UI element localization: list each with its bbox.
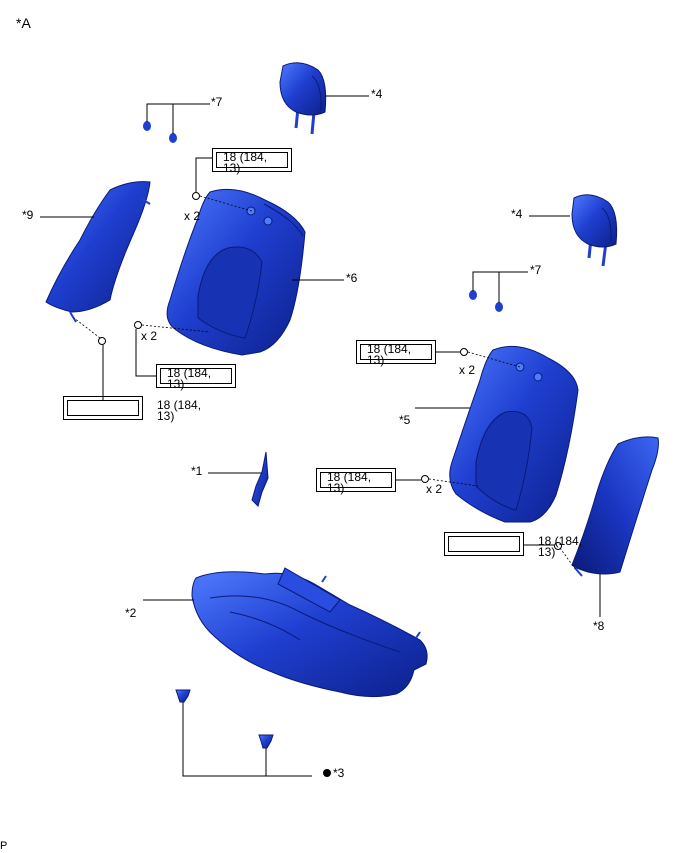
qty-label: x 2 xyxy=(141,329,158,343)
bolt-icons xyxy=(98,192,562,550)
seatback-right xyxy=(449,345,579,523)
callout-4-upper: *4 xyxy=(371,87,383,101)
side-bolster-left xyxy=(45,181,151,323)
callout-7-right: *7 xyxy=(530,263,542,277)
seat-cushion xyxy=(191,567,428,698)
callout-7-upper: *7 xyxy=(211,95,223,109)
corner-label: P xyxy=(0,840,8,852)
headrest-guides-right xyxy=(469,290,503,312)
leader-lines xyxy=(40,95,601,777)
headrest-right xyxy=(571,194,618,267)
qty-label: x 2 xyxy=(426,482,443,496)
headrest-upper xyxy=(279,62,327,135)
bullet-icon xyxy=(323,769,331,777)
side-bolster-right xyxy=(571,436,659,577)
torque-box xyxy=(156,364,236,388)
seatbelt-buckle-part xyxy=(251,451,269,507)
clip-right xyxy=(258,734,274,749)
torque-box xyxy=(356,340,436,364)
torque-spec: 18 (184, 13) xyxy=(223,150,268,175)
callout-4-right: *4 xyxy=(511,207,523,221)
callout-3: *3 xyxy=(333,766,345,780)
torque-spec: 18 (184, 13) xyxy=(327,470,372,495)
callout-2: *2 xyxy=(125,606,137,620)
torque-spec: 18 (184, 13) xyxy=(157,398,202,423)
clip-left xyxy=(175,689,191,703)
headrest-guides-upper xyxy=(143,121,177,143)
torque-box xyxy=(316,468,396,492)
qty-label: x 2 xyxy=(184,209,201,223)
torque-spec: 18 (184, 13) xyxy=(167,366,212,391)
torque-spec: 18 (184, 13) xyxy=(538,534,583,559)
callout-1: *1 xyxy=(191,464,203,478)
callout-8: *8 xyxy=(593,619,605,633)
torque-box xyxy=(444,532,524,556)
view-label: *A xyxy=(16,15,31,31)
torque-box xyxy=(212,148,292,172)
callout-6: *6 xyxy=(346,271,358,285)
qty-label: x 2 xyxy=(459,363,476,377)
torque-box xyxy=(63,396,143,420)
torque-spec: 18 (184, 13) xyxy=(367,342,412,367)
assembly-dashed-lines xyxy=(73,195,577,571)
callout-9: *9 xyxy=(22,208,34,222)
seatback-left xyxy=(166,188,306,356)
callout-5: *5 xyxy=(399,413,411,427)
